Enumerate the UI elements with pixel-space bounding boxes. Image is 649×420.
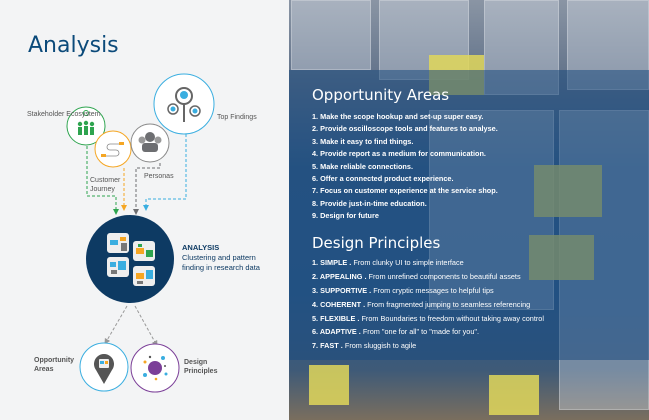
opportunity-item: 7. Focus on customer experience at the s… xyxy=(312,186,498,196)
principle-desc: From Boundaries to freedom without takin… xyxy=(359,313,544,323)
opportunity-item: 4. Provide report as a medium for commun… xyxy=(312,149,486,159)
opportunity-areas-heading: Opportunity Areas xyxy=(312,86,450,104)
principle-desc: From cryptic messages to helpful tips xyxy=(371,285,494,295)
principle-item: 4. COHERENT . From fragmented jumping to… xyxy=(312,300,544,314)
page-title: Analysis xyxy=(28,33,119,58)
analysis-title: ANALYSIS xyxy=(182,243,220,252)
principle-item: 1. SIMPLE . From clunky UI to simple int… xyxy=(312,258,544,272)
opportunity-areas-icon xyxy=(79,342,129,392)
to-opportunity-connector xyxy=(104,305,128,345)
principle-name: 3. SUPPORTIVE . xyxy=(312,285,372,295)
opportunity-item: 8. Provide just-in-time education. xyxy=(312,198,427,208)
analysis-circle-icon xyxy=(86,215,174,303)
stakeholder-connector xyxy=(86,146,119,215)
opportunity-item: 1. Make the scope hookup and set-up supe… xyxy=(312,112,484,121)
personas-label: Personas xyxy=(144,173,174,180)
design-principles-label: Design Principles xyxy=(184,359,218,375)
principle-name: 7. FAST . xyxy=(312,341,343,351)
principle-name: 2. APPEALING . xyxy=(312,271,367,281)
principle-desc: From "one for all" to "made for you". xyxy=(360,327,480,337)
principle-item: 7. FAST . From sluggish to agile xyxy=(312,341,544,355)
principle-name: 6. ADAPTIVE . xyxy=(312,327,361,337)
analysis-subtitle-1: Clustering and pattern xyxy=(182,253,256,262)
wall-card xyxy=(291,0,371,70)
analysis-panel: Analysis xyxy=(0,0,289,420)
principle-item: 2. APPEALING . From unrefined components… xyxy=(312,272,544,286)
opportunity-areas-list: 1. Make the scope hookup and set-up supe… xyxy=(312,112,498,224)
opportunity-item: 3. Make it easy to find things. xyxy=(312,136,414,146)
top-findings-icon xyxy=(153,73,215,135)
stakeholder-ecosystem-label: Stakeholder Ecosystem xyxy=(27,111,101,118)
principle-name: 4. COHERENT . xyxy=(312,299,366,309)
principle-desc: From sluggish to agile xyxy=(342,341,417,351)
personas-icon xyxy=(130,123,170,163)
principle-desc: From unrefined components to beautiful a… xyxy=(366,271,521,281)
principle-item: 6. ADAPTIVE . From "one for all" to "mad… xyxy=(312,327,544,341)
analysis-diagram xyxy=(66,73,215,393)
principle-name: 5. FLEXIBLE . xyxy=(312,313,360,323)
to-principles-connector xyxy=(134,305,158,347)
text-overlay xyxy=(289,70,649,360)
opportunity-item: 2. Provide oscilloscope tools and featur… xyxy=(312,124,498,134)
stakeholder-ecosystem-icon xyxy=(66,106,106,146)
design-principles-heading: Design Principles xyxy=(312,234,441,252)
opportunity-item: 9. Design for future xyxy=(312,211,379,221)
customer-journey-label: Customer Journey xyxy=(90,177,121,193)
design-principles-icon xyxy=(130,343,180,393)
opportunity-areas-label: Opportunity Areas xyxy=(34,357,75,373)
findings-connector xyxy=(143,134,187,211)
research-wall-photo: Opportunity Areas 1. Make the scope hook… xyxy=(289,0,649,420)
opportunity-item: 5. Make reliable connections. xyxy=(312,161,413,171)
design-principles-list: 1. SIMPLE . From clunky UI to simple int… xyxy=(312,258,544,355)
principle-desc: From clunky UI to simple interface xyxy=(351,258,464,267)
analysis-subtitle-2: finding in research data xyxy=(182,263,260,272)
principle-desc: From fragmented jumping to seamless refe… xyxy=(365,299,531,309)
principle-name: 1. SIMPLE . xyxy=(312,258,352,267)
principle-item: 3. SUPPORTIVE . From cryptic messages to… xyxy=(312,286,544,300)
sticky-note xyxy=(489,375,539,415)
opportunity-item: 6. Offer a connected product experience. xyxy=(312,173,454,183)
personas-connector xyxy=(133,163,161,215)
sticky-note xyxy=(309,365,349,405)
analysis-label: ANALYSIS Clustering and pattern finding … xyxy=(182,243,260,273)
principle-item: 5. FLEXIBLE . From Boundaries to freedom… xyxy=(312,314,544,328)
top-findings-label: Top Findings xyxy=(217,114,257,121)
customer-journey-icon xyxy=(94,130,132,168)
